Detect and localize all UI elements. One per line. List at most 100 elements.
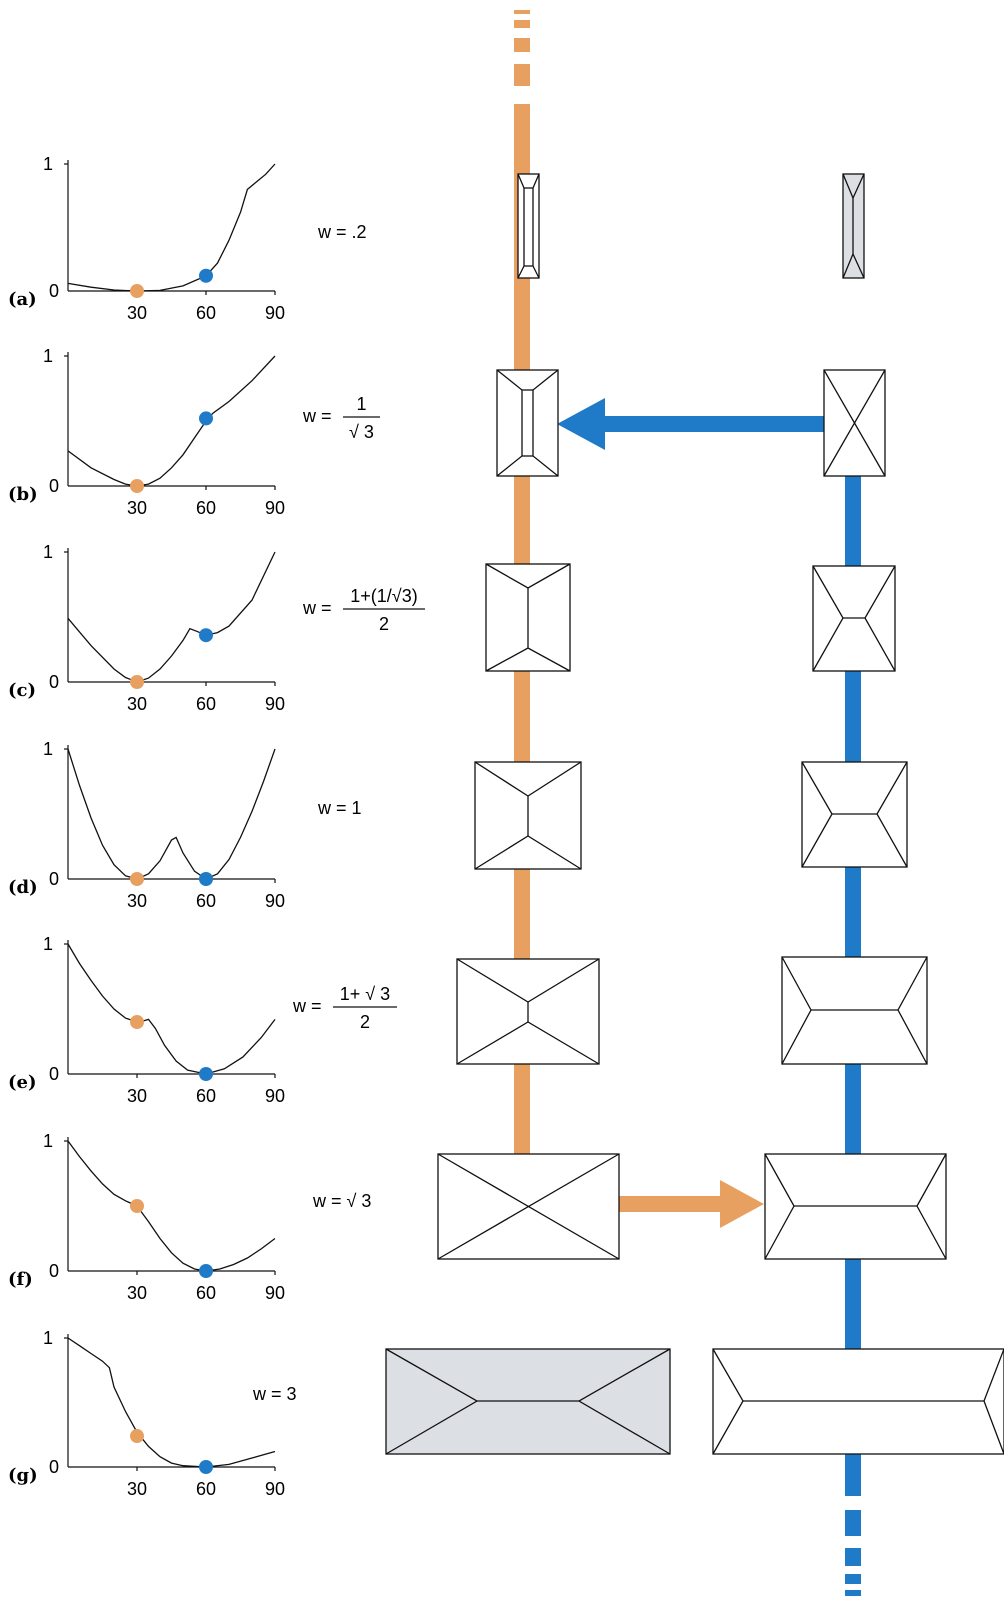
prism-left-6: [437, 1153, 620, 1260]
x-tick-label: 60: [196, 303, 216, 323]
prism-right-5: [781, 956, 928, 1065]
equation-denominator: √ 3: [349, 422, 374, 442]
blue-arrow-head: [557, 398, 605, 450]
panel-letter: (e): [8, 1072, 37, 1093]
equation-numerator: 1+(1/√3): [350, 586, 417, 606]
x-tick-label: 60: [196, 1479, 216, 1499]
x-tick-label: 60: [196, 1086, 216, 1106]
y-tick-label: 0: [49, 1064, 59, 1084]
equation-prefix: w =: [292, 996, 322, 1016]
x-tick-label: 30: [127, 1479, 147, 1499]
blue-point: [199, 628, 213, 643]
energy-curve: [67, 163, 276, 292]
blue-point: [199, 1067, 213, 1081]
energy-curve: [67, 355, 276, 487]
blue-beam-dash: [845, 1510, 861, 1536]
plot-d: 1 0 30 60 90 (d) w = 1: [8, 739, 362, 911]
y-tick-label: 0: [49, 476, 59, 496]
blue-beam-dash: [845, 1548, 861, 1566]
prism-left-2: [496, 369, 559, 477]
prism-left-3: [485, 563, 571, 672]
weight-equation: w = 1: [317, 798, 362, 818]
orange-point: [130, 675, 144, 689]
panel-letter: (c): [8, 680, 36, 701]
prism-right-2: [823, 369, 886, 477]
orange-beam-dash: [514, 10, 530, 14]
prism-right-4: [801, 761, 908, 868]
weight-equation: w = 3: [252, 1384, 297, 1404]
blue-point: [199, 1264, 213, 1278]
x-tick-label: 60: [196, 891, 216, 911]
blue-point: [199, 1460, 213, 1474]
equation-text: w = √ 3: [312, 1191, 371, 1211]
x-tick-label: 60: [196, 498, 216, 518]
energy-curve: [67, 1140, 276, 1272]
equation-text: w = 3: [252, 1384, 297, 1404]
blue-beam-horizontal: [597, 416, 825, 432]
blue-beam-dash: [845, 1460, 861, 1496]
y-tick-label: 0: [49, 1261, 59, 1281]
x-tick-label: 30: [127, 694, 147, 714]
weight-equation: w = √ 3: [312, 1191, 371, 1211]
prism-left-4: [474, 761, 582, 870]
weight-equation: w = 1 √ 3: [302, 394, 380, 442]
blue-beam-dash: [845, 1574, 861, 1584]
equation-text: w = .2: [317, 222, 367, 242]
orange-arrow-head: [720, 1180, 764, 1228]
orange-beam-dash: [514, 20, 530, 28]
blue-beam-dash: [845, 1590, 861, 1596]
x-tick-label: 90: [265, 891, 285, 911]
y-tick-label: 0: [49, 281, 59, 301]
orange-point: [130, 479, 144, 493]
panel-letter: (f): [8, 1269, 33, 1290]
x-tick-label: 90: [265, 303, 285, 323]
equation-prefix: w =: [302, 406, 332, 426]
orange-point: [130, 1429, 144, 1444]
blue-point: [199, 411, 213, 426]
x-tick-label: 30: [127, 891, 147, 911]
equation-numerator: 1+ √ 3: [340, 984, 390, 1004]
y-tick-label: 1: [43, 1131, 53, 1151]
plot-b: 1 0 30 60 90 (b) w = 1 √ 3: [8, 346, 380, 518]
right-prisms: [712, 173, 1004, 1455]
x-tick-label: 30: [127, 1283, 147, 1303]
x-tick-label: 60: [196, 1283, 216, 1303]
orange-point: [130, 284, 144, 298]
y-tick-label: 1: [43, 739, 53, 759]
left-prisms: [385, 173, 671, 1455]
plot-f: 1 0 30 60 90 (f) w = √ 3: [8, 1131, 371, 1303]
x-tick-label: 30: [127, 1086, 147, 1106]
y-tick-label: 0: [49, 869, 59, 889]
weight-equation: w =1+ √ 32: [292, 984, 397, 1032]
prism-right-6: [764, 1153, 947, 1260]
equation-numerator: 1: [356, 394, 366, 414]
equation-text: w = 1: [317, 798, 362, 818]
panel-letter: (d): [8, 877, 38, 898]
orange-beam-horizontal: [618, 1196, 726, 1212]
weight-equation: w =1+(1/√3)2: [302, 586, 425, 634]
blue-point: [199, 872, 213, 886]
y-tick-label: 1: [43, 542, 53, 562]
energy-curve: [67, 551, 276, 683]
y-tick-label: 1: [43, 346, 53, 366]
panel-letter: (b): [8, 484, 38, 505]
x-tick-label: 90: [265, 498, 285, 518]
y-tick-label: 0: [49, 672, 59, 692]
x-tick-label: 30: [127, 498, 147, 518]
y-tick-label: 1: [43, 934, 53, 954]
panel-letter: (g): [8, 1465, 38, 1486]
prism-right-7: [712, 1348, 1004, 1455]
prism-left-7: [385, 1348, 671, 1455]
x-tick-label: 90: [265, 1479, 285, 1499]
x-tick-label: 90: [265, 1283, 285, 1303]
x-tick-label: 30: [127, 303, 147, 323]
prism-right-3: [812, 565, 896, 672]
equation-denominator: 2: [379, 614, 389, 634]
prism-left-5: [456, 958, 600, 1065]
energy-curve: [67, 1337, 276, 1468]
